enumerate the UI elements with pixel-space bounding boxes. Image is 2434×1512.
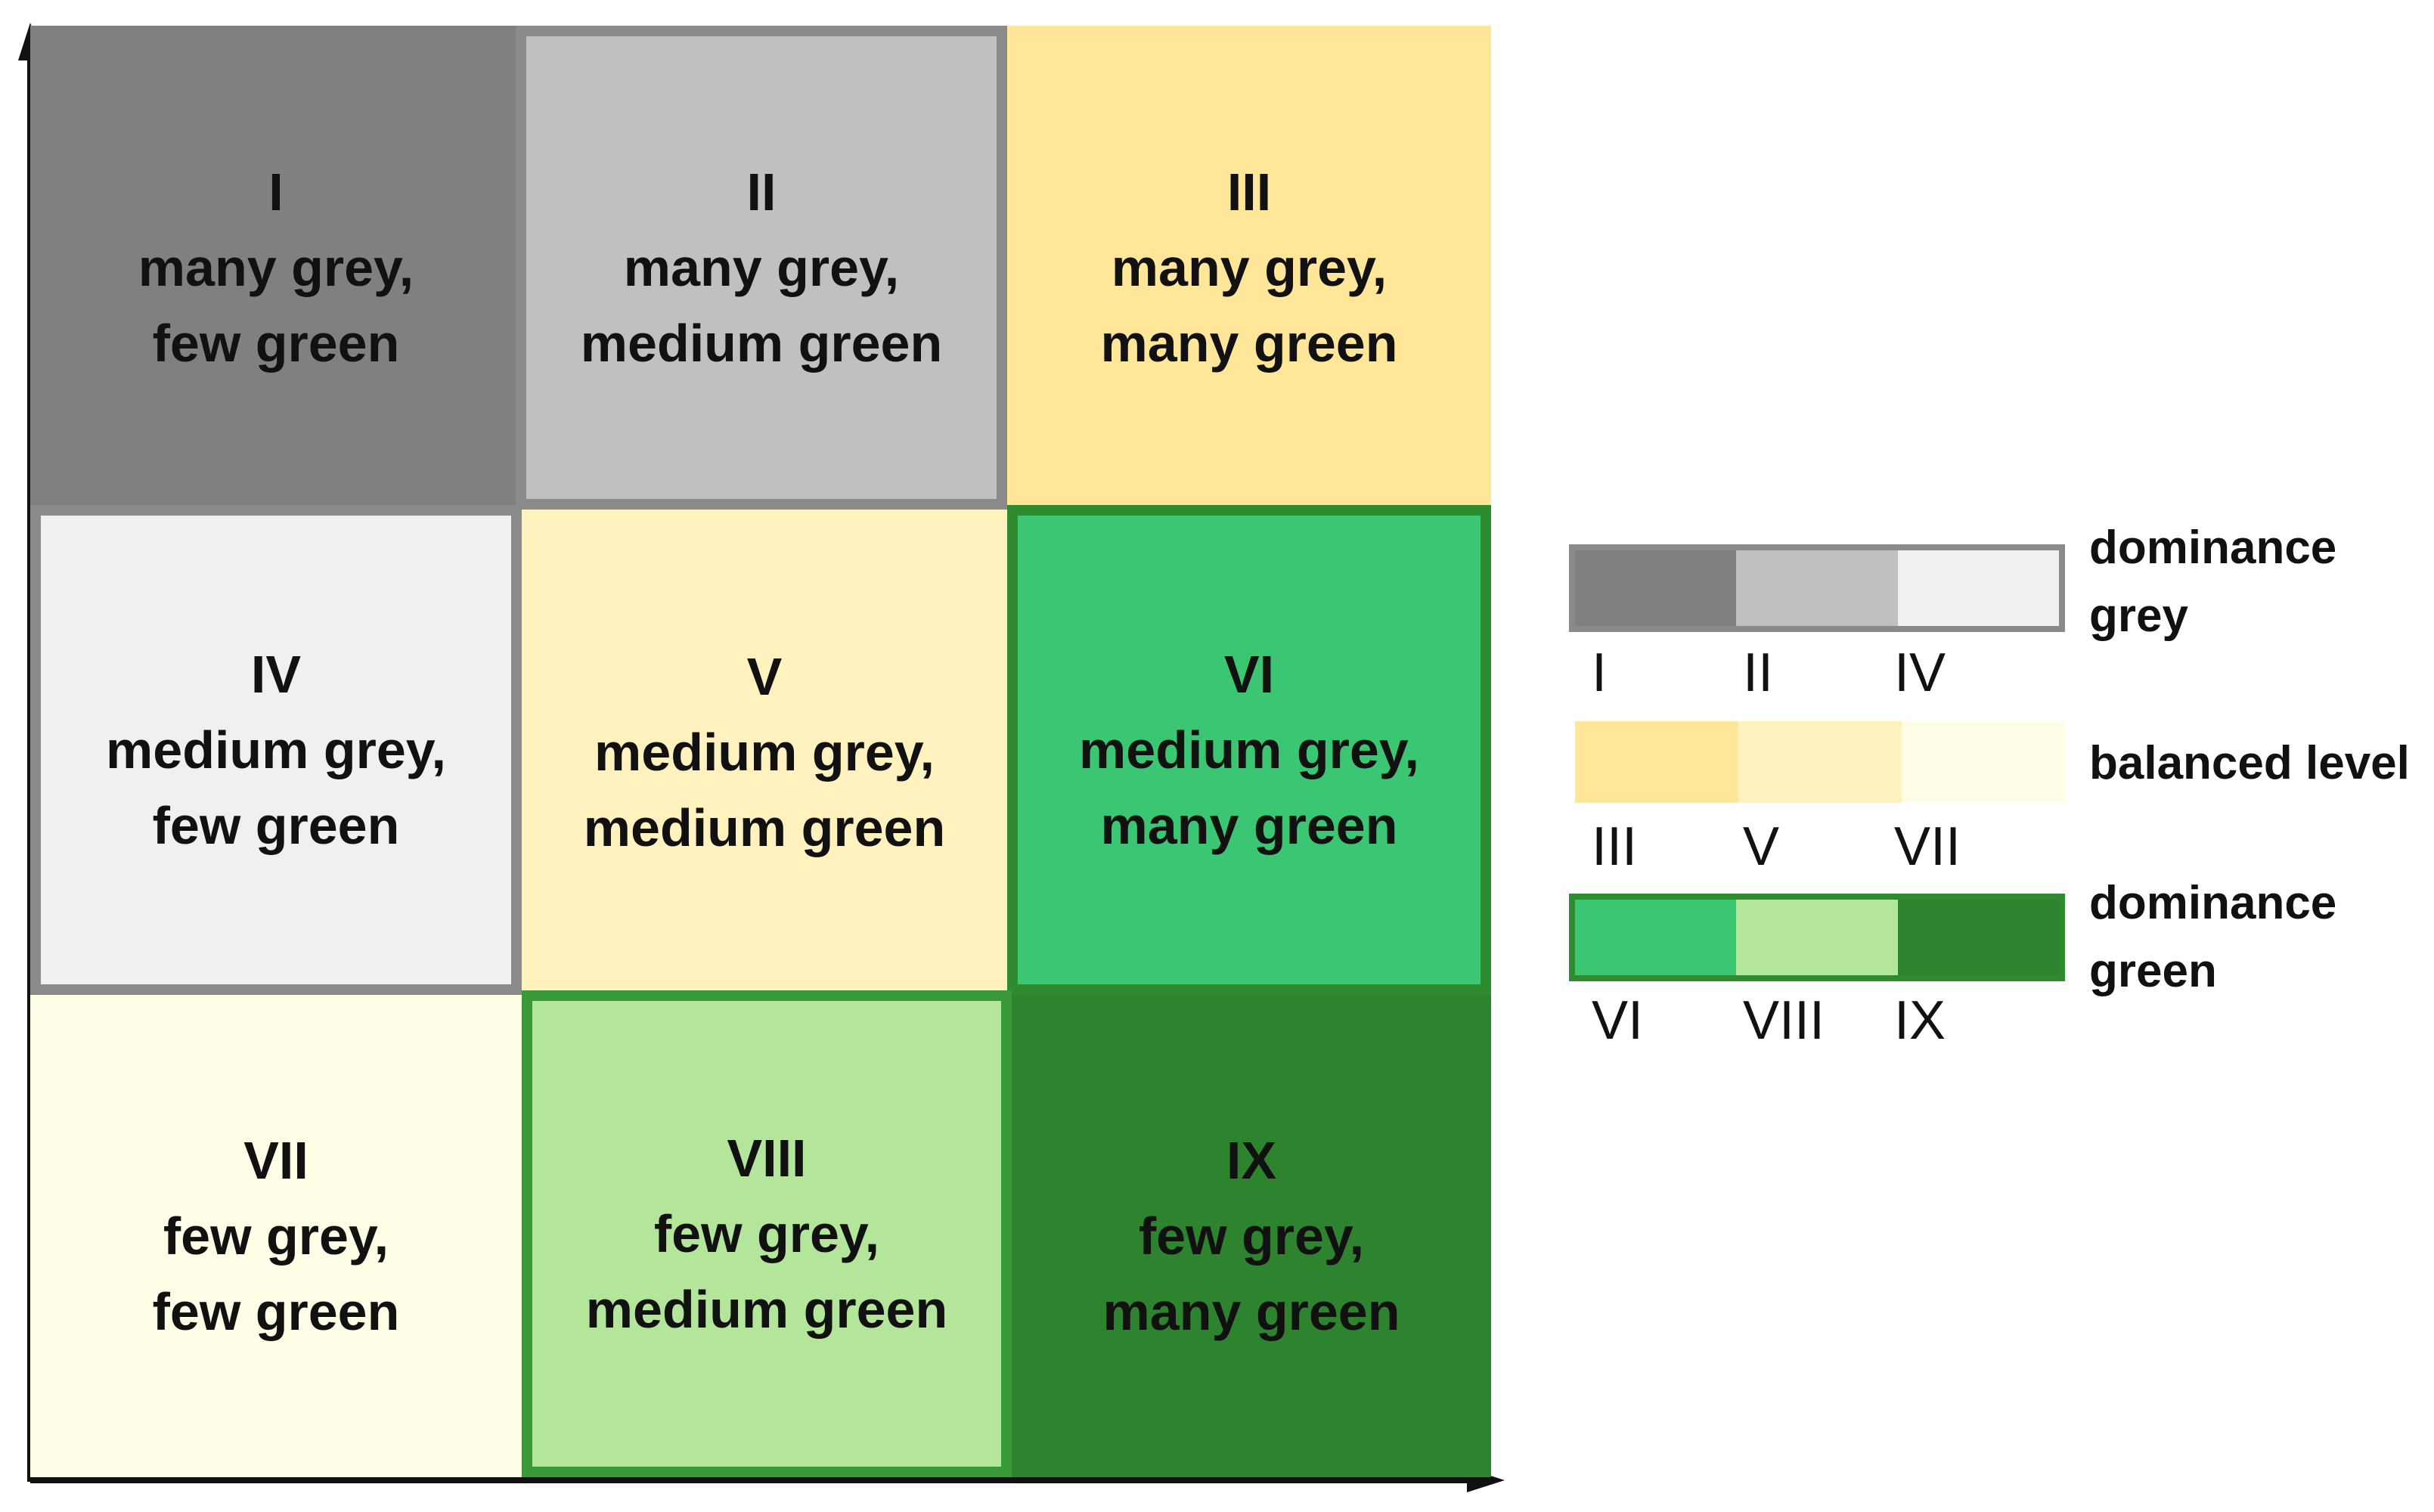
- cell-line2: medium green: [583, 798, 946, 857]
- legend-title-grey: dominance grey: [2089, 514, 2336, 650]
- legend-swatch-II: [1736, 550, 1898, 626]
- cell-line1: few grey,: [163, 1207, 389, 1266]
- cell-number: III: [1226, 163, 1272, 222]
- legend-labels-grey: I II IV: [1592, 643, 2045, 703]
- cell-II: II many grey, medium green: [516, 26, 1007, 510]
- legend-title-line1: balanced level: [2089, 737, 2410, 789]
- legend-label: VIII: [1743, 990, 1825, 1051]
- legend-title-line1: dominance: [2089, 877, 2337, 929]
- legend-swatch-V: [1738, 721, 1902, 803]
- legend-label: V: [1743, 816, 1780, 877]
- cell-IX: IX few grey, many green: [1012, 995, 1491, 1477]
- cell-line1: many grey,: [1111, 238, 1388, 297]
- legend-swatch-IX: [1897, 900, 2059, 975]
- legend-title-balanced: balanced level: [2089, 730, 2410, 798]
- cell-III: III many grey, many green: [1007, 26, 1491, 510]
- legend-swatch-VII: [1902, 721, 2065, 803]
- cell-line2: medium green: [585, 1280, 948, 1339]
- legend-label: IX: [1894, 990, 1946, 1051]
- cell-line1: medium grey,: [106, 720, 446, 779]
- cell-number: VII: [243, 1131, 309, 1190]
- cell-I: I many grey, few green: [30, 26, 522, 510]
- legend-bar-balanced: [1569, 718, 2065, 806]
- cell-line2: medium green: [580, 314, 943, 373]
- quadrant-matrix: I many grey, few green II many grey, med…: [30, 26, 1491, 1477]
- cell-line2: many green: [1100, 796, 1398, 855]
- legend-bar-grey: [1569, 544, 2065, 632]
- legend-label: III: [1592, 816, 1638, 877]
- legend-title-line2: green: [2089, 945, 2217, 997]
- cell-line1: medium grey,: [594, 723, 935, 782]
- cell-number: VI: [1223, 645, 1275, 704]
- legend: I II IV dominance grey III V VII balance…: [1569, 514, 2431, 1058]
- cell-line2: few green: [152, 314, 400, 373]
- legend-title-green: dominance green: [2089, 869, 2336, 1005]
- legend-label: I: [1592, 643, 1608, 703]
- legend-label: II: [1743, 643, 1774, 703]
- cell-line2: few green: [152, 796, 400, 855]
- legend-bar-green: [1569, 894, 2065, 981]
- legend-label: VI: [1592, 990, 1644, 1051]
- cell-VI: VI medium grey, many green: [1007, 505, 1491, 995]
- legend-title-line1: dominance: [2089, 522, 2337, 574]
- cell-line2: few green: [152, 1282, 400, 1341]
- cell-number: IV: [250, 645, 302, 704]
- legend-swatch-IV: [1897, 550, 2059, 626]
- legend-label: IV: [1894, 643, 1946, 703]
- cell-line2: many green: [1102, 1282, 1400, 1341]
- cell-line1: few grey,: [1138, 1207, 1365, 1266]
- cell-number: II: [746, 163, 777, 222]
- cell-IV: IV medium grey, few green: [30, 505, 522, 995]
- legend-swatch-III: [1575, 721, 1738, 803]
- cell-line1: medium grey,: [1079, 720, 1419, 779]
- cell-number: I: [268, 163, 284, 222]
- cell-line2: many green: [1100, 314, 1398, 373]
- legend-labels-balanced: III V VII: [1592, 816, 2045, 877]
- legend-swatch-I: [1575, 550, 1737, 626]
- legend-title-line2: grey: [2089, 590, 2188, 642]
- cell-VII: VII few grey, few green: [30, 995, 522, 1477]
- cell-line1: few grey,: [653, 1204, 880, 1263]
- legend-label: VII: [1894, 816, 1961, 877]
- cell-line1: many grey,: [138, 238, 414, 297]
- cell-VIII: VIII few grey, medium green: [522, 990, 1012, 1477]
- cell-number: IX: [1226, 1131, 1277, 1190]
- cell-number: V: [746, 647, 783, 706]
- legend-swatch-VI: [1575, 900, 1737, 975]
- legend-labels-green: VI VIII IX: [1592, 990, 2045, 1051]
- cell-line1: many grey,: [623, 238, 900, 297]
- legend-swatch-VIII: [1736, 900, 1898, 975]
- cell-V: V medium grey, medium green: [522, 510, 1007, 995]
- cell-number: VIII: [727, 1129, 807, 1188]
